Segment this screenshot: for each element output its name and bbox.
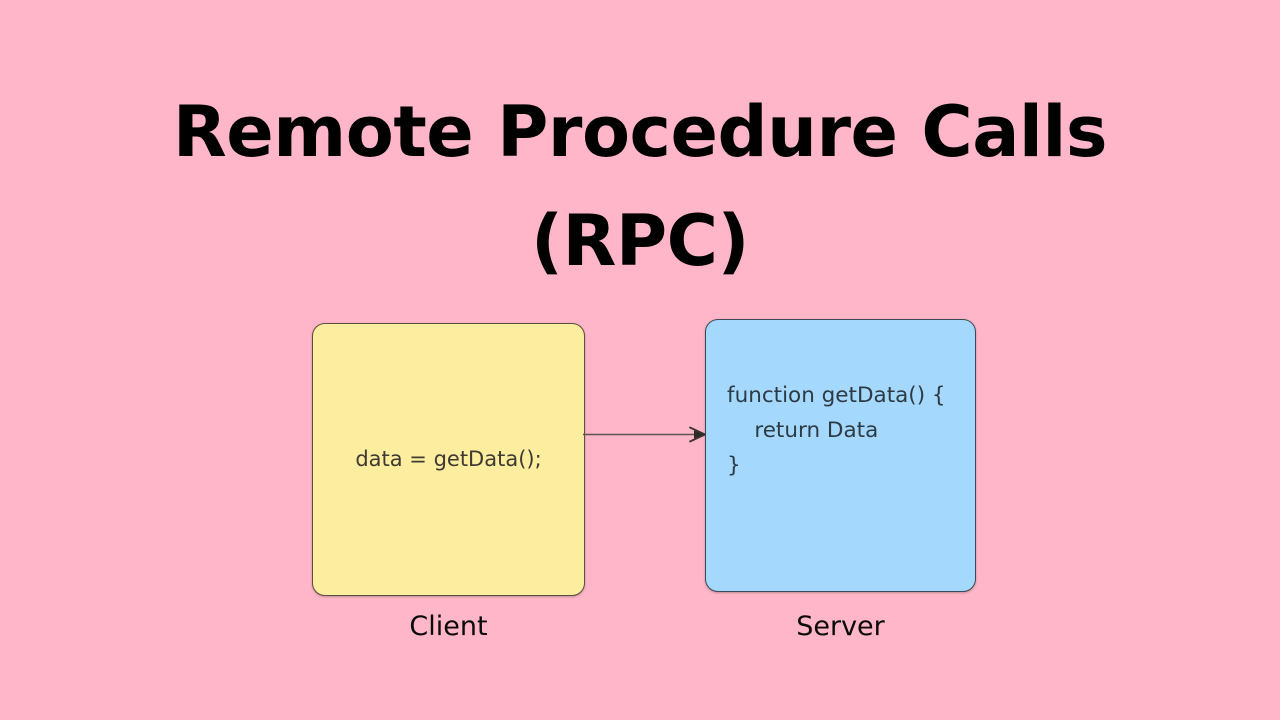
server-node[interactable]: function getData() { return Data } [705, 319, 976, 592]
page-title: Remote Procedure Calls (RPC) [172, 91, 1108, 283]
client-label: Client [409, 611, 488, 642]
request-arrow-icon [583, 426, 706, 443]
client-node[interactable]: data = getData(); [312, 323, 585, 596]
client-code-text: data = getData(); [355, 446, 542, 471]
server-code-text: function getData() { return Data } [727, 383, 946, 478]
server-label: Server [796, 611, 885, 642]
